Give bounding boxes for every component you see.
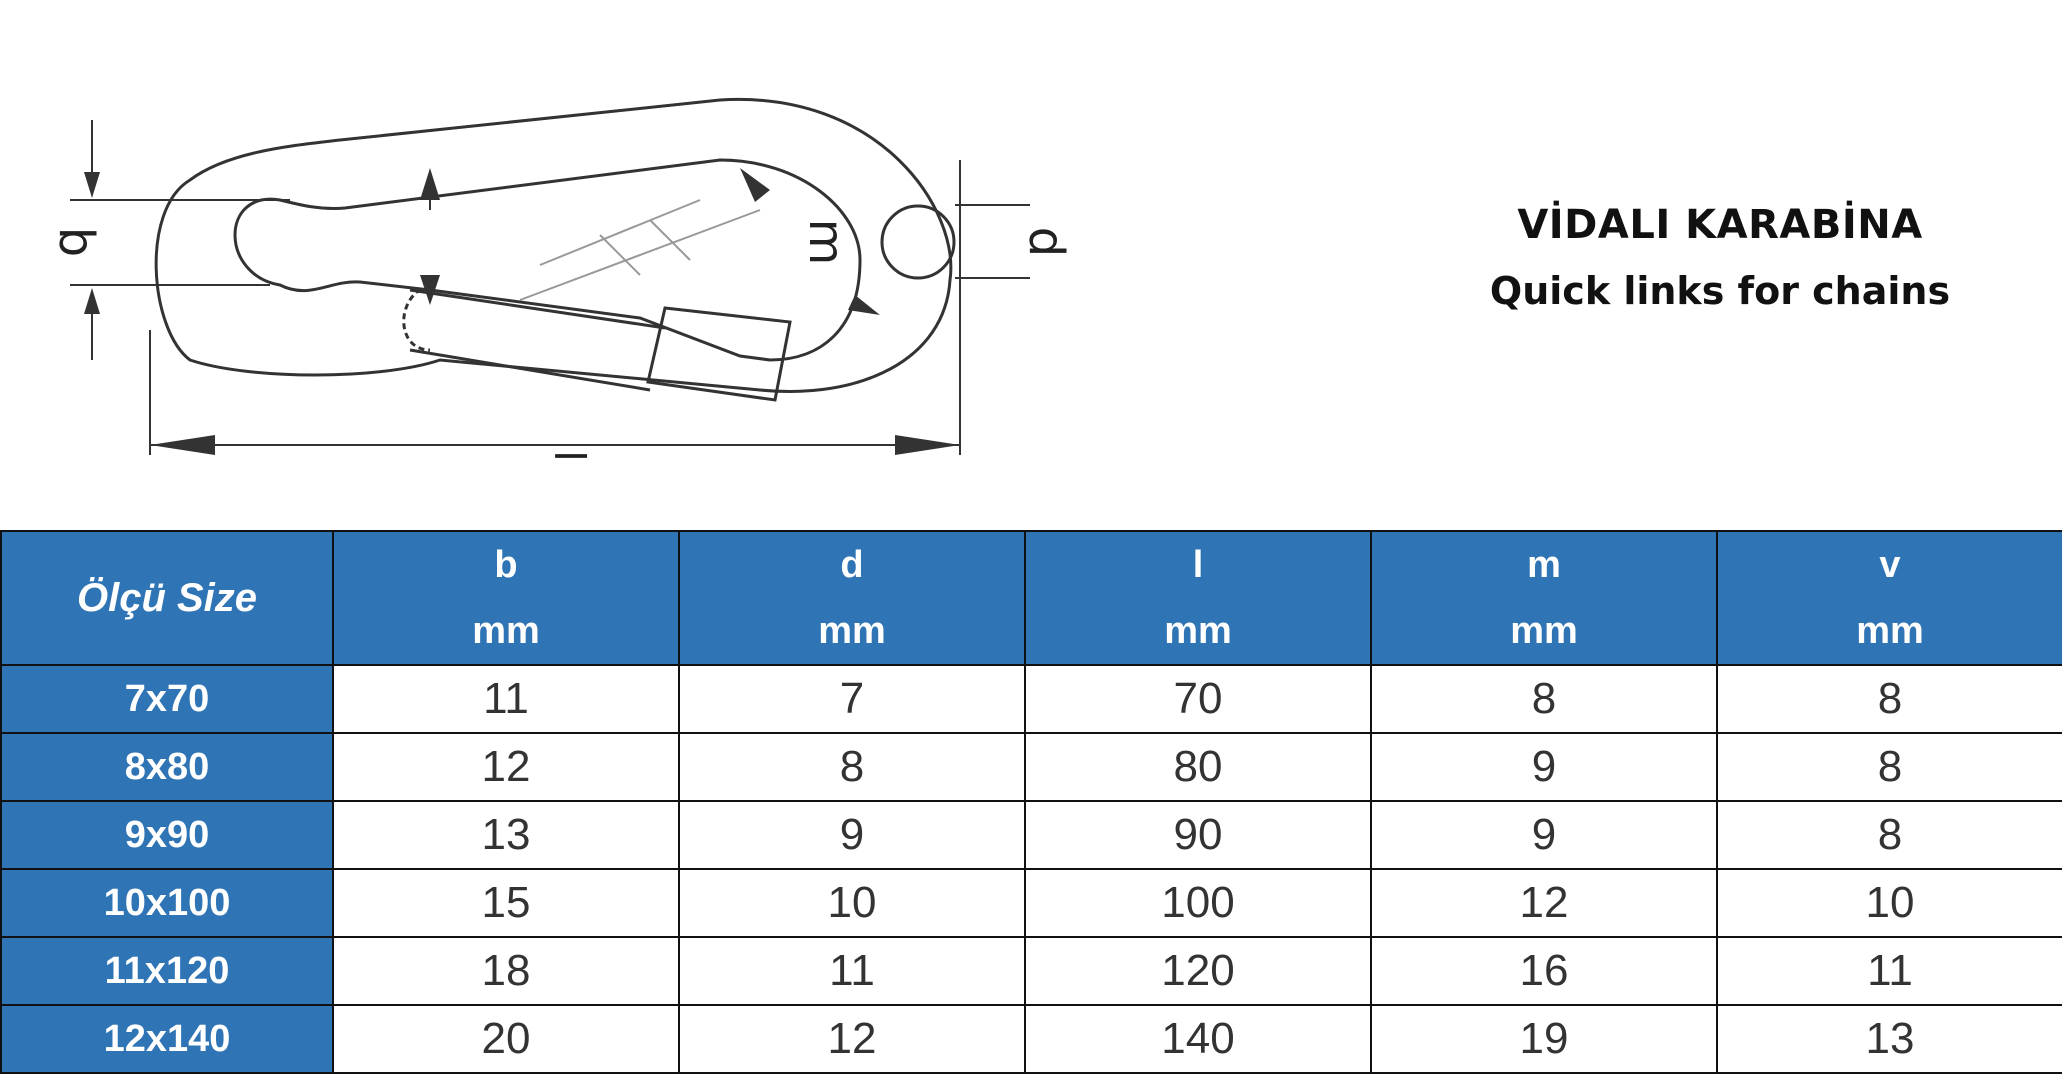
carabiner-diagram: b d m l bbox=[48, 97, 1074, 462]
cell-v: 8 bbox=[1716, 800, 2062, 870]
cell-d: 7 bbox=[678, 664, 1026, 734]
cell-m: 16 bbox=[1370, 936, 1718, 1006]
header-symbol: b bbox=[494, 544, 518, 586]
header-symbol: v bbox=[1879, 544, 1901, 586]
cell-b: 18 bbox=[332, 936, 680, 1006]
table-row: 12x140 20 12 140 19 13 bbox=[0, 1004, 2062, 1074]
cell-b: 15 bbox=[332, 868, 680, 938]
cell-v: 8 bbox=[1716, 664, 2062, 734]
header-symbol: m bbox=[1527, 544, 1561, 586]
cell-v: 11 bbox=[1716, 936, 2062, 1006]
table-row: 11x120 18 11 120 16 11 bbox=[0, 936, 2062, 1006]
header-m: m mm bbox=[1370, 530, 1718, 666]
cell-l: 120 bbox=[1024, 936, 1372, 1006]
header-v: v mm bbox=[1716, 530, 2062, 666]
cell-b: 13 bbox=[332, 800, 680, 870]
cell-d: 8 bbox=[678, 732, 1026, 802]
cell-l: 70 bbox=[1024, 664, 1372, 734]
header-unit: mm bbox=[472, 610, 540, 652]
gate-outline bbox=[409, 288, 666, 392]
cell-d: 11 bbox=[678, 936, 1026, 1006]
header-symbol: l bbox=[1192, 544, 1204, 586]
cell-l: 80 bbox=[1024, 732, 1372, 802]
cell-l: 100 bbox=[1024, 868, 1372, 938]
row-size: 7x70 bbox=[0, 664, 334, 734]
cell-d: 9 bbox=[678, 800, 1026, 870]
cell-b: 12 bbox=[332, 732, 680, 802]
label-b: b bbox=[48, 227, 104, 257]
cell-v: 8 bbox=[1716, 732, 2062, 802]
header-unit: mm bbox=[1164, 610, 1232, 652]
row-size: 8x80 bbox=[0, 732, 334, 802]
row-size: 11x120 bbox=[0, 936, 334, 1006]
table-row: 10x100 15 10 100 12 10 bbox=[0, 868, 2062, 938]
row-size: 12x140 bbox=[0, 1004, 334, 1074]
cell-m: 19 bbox=[1370, 1004, 1718, 1074]
product-title-block: VİDALI KARABİNA Quick links for chains bbox=[1420, 192, 2020, 324]
table-row: 9x90 13 9 90 9 8 bbox=[0, 800, 2062, 870]
header-unit: mm bbox=[1856, 610, 1924, 652]
product-title-tr: VİDALI KARABİNA bbox=[1517, 202, 1923, 248]
header-unit: mm bbox=[1510, 610, 1578, 652]
gate-nut bbox=[646, 306, 792, 402]
header-l: l mm bbox=[1024, 530, 1372, 666]
label-d: d bbox=[1018, 227, 1074, 257]
cell-v: 13 bbox=[1716, 1004, 2062, 1074]
header-unit: mm bbox=[818, 610, 886, 652]
cell-m: 8 bbox=[1370, 664, 1718, 734]
row-size: 10x100 bbox=[0, 868, 334, 938]
carabiner-outer-outline bbox=[154, 97, 953, 393]
table-header-row: Ölçü Size b mm d mm l mm m mm v mm bbox=[0, 530, 2062, 666]
cell-m: 9 bbox=[1370, 800, 1718, 870]
product-title-en: Quick links for chains bbox=[1489, 269, 1951, 313]
cell-m: 9 bbox=[1370, 732, 1718, 802]
row-size: 9x90 bbox=[0, 800, 334, 870]
label-m: m bbox=[798, 219, 854, 266]
header-d: d mm bbox=[678, 530, 1026, 666]
table-row: 7x70 11 7 70 8 8 bbox=[0, 664, 2062, 734]
cell-l: 90 bbox=[1024, 800, 1372, 870]
cell-v: 10 bbox=[1716, 868, 2062, 938]
cell-d: 12 bbox=[678, 1004, 1026, 1074]
cell-d: 10 bbox=[678, 868, 1026, 938]
wire-section-circle bbox=[880, 204, 956, 280]
cell-m: 12 bbox=[1370, 868, 1718, 938]
cell-b: 11 bbox=[332, 664, 680, 734]
header-symbol: d bbox=[840, 544, 864, 586]
size-table: Ölçü Size b mm d mm l mm m mm v mm 7x70 … bbox=[0, 530, 2062, 1074]
header-size: Ölçü Size bbox=[0, 530, 334, 666]
header-b: b mm bbox=[332, 530, 680, 666]
table-row: 8x80 12 8 80 9 8 bbox=[0, 732, 2062, 802]
cell-l: 140 bbox=[1024, 1004, 1372, 1074]
label-l: l bbox=[545, 450, 594, 462]
gate-open-arc bbox=[402, 283, 431, 352]
cell-b: 20 bbox=[332, 1004, 680, 1074]
ghost-hook bbox=[519, 199, 761, 301]
